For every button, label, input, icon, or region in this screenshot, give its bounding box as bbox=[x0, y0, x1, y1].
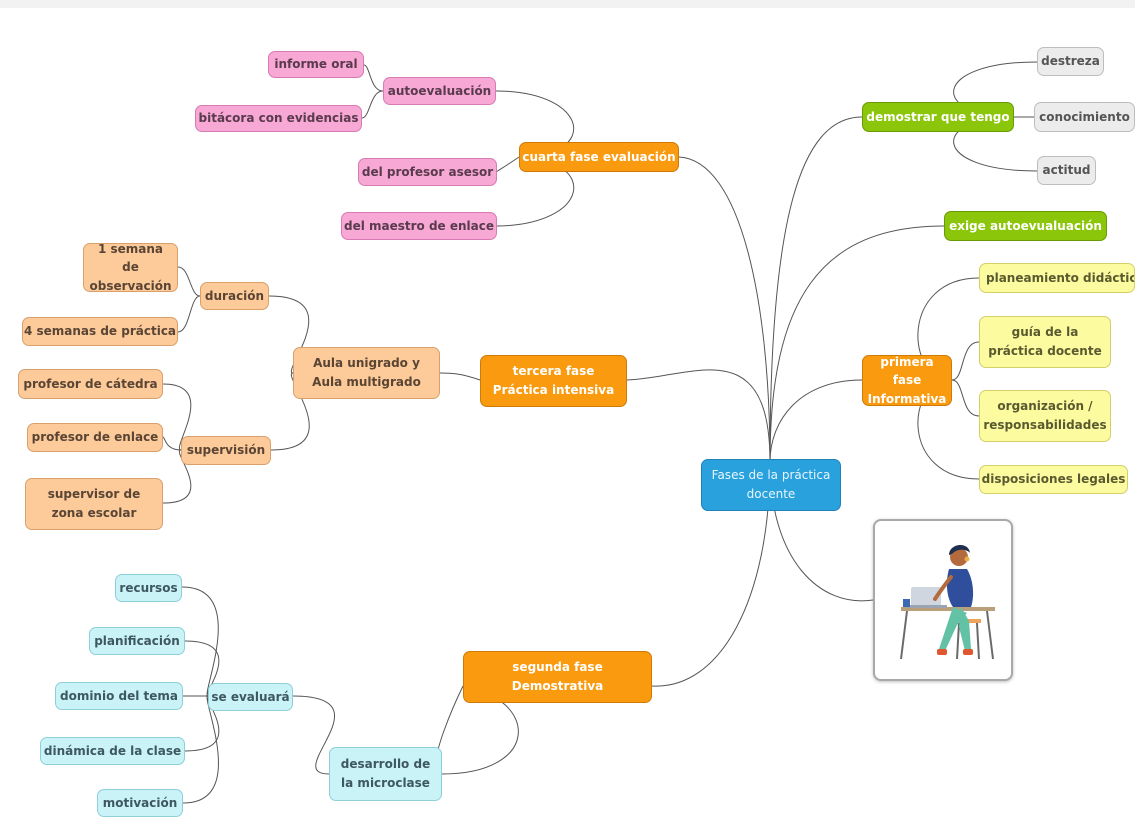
node-informe-oral[interactable]: informe oral bbox=[268, 51, 364, 78]
node-profesor-catedra[interactable]: profesor de cátedra bbox=[18, 369, 163, 399]
node-disposiciones-legales[interactable]: disposiciones legales bbox=[979, 465, 1128, 494]
node-planeamiento[interactable]: planeamiento didáctico bbox=[979, 263, 1135, 293]
illustration-frame[interactable] bbox=[873, 519, 1013, 681]
node-profesor-enlace[interactable]: profesor de enlace bbox=[27, 423, 163, 452]
node-semanas-practica[interactable]: 4 semanas de práctica bbox=[22, 317, 178, 346]
node-motivacion[interactable]: motivación bbox=[97, 789, 183, 817]
person-at-laptop-icon bbox=[900, 544, 995, 660]
node-aula[interactable]: Aula unigrado y Aula multigrado bbox=[293, 347, 440, 399]
node-desarrollo-microclase[interactable]: desarrollo de la microclase bbox=[329, 747, 442, 801]
node-exige-autoevaluacion[interactable]: exige autoevualuación bbox=[944, 211, 1107, 241]
node-autoevaluacion[interactable]: autoevaluación bbox=[383, 77, 496, 105]
node-dominio-tema[interactable]: dominio del tema bbox=[55, 682, 183, 710]
phase-node-tercera[interactable]: tercera fase Práctica intensiva bbox=[480, 355, 627, 407]
node-duracion[interactable]: duración bbox=[200, 282, 269, 310]
phase-node-primera[interactable]: primera fase Informativa bbox=[862, 355, 952, 406]
node-planificacion[interactable]: planificación bbox=[89, 627, 185, 655]
node-supervision[interactable]: supervisión bbox=[181, 436, 271, 465]
node-demostrar[interactable]: demostrar que tengo bbox=[862, 102, 1014, 132]
phase-node-cuarta[interactable]: cuarta fase evaluación bbox=[519, 142, 679, 172]
node-organizacion[interactable]: organización / responsabilidades bbox=[979, 390, 1111, 442]
node-profesor-asesor[interactable]: del profesor asesor bbox=[358, 158, 497, 186]
node-conocimiento[interactable]: conocimiento bbox=[1034, 102, 1135, 132]
node-recursos[interactable]: recursos bbox=[115, 574, 182, 602]
node-bitacora[interactable]: bitácora con evidencias bbox=[195, 105, 362, 132]
phase-node-segunda[interactable]: segunda fase Demostrativa bbox=[463, 651, 652, 703]
node-destreza[interactable]: destreza bbox=[1037, 47, 1104, 76]
node-supervisor-zona[interactable]: supervisor de zona escolar bbox=[25, 478, 163, 530]
top-strip bbox=[0, 0, 1135, 8]
node-dinamica-clase[interactable]: dinámica de la clase bbox=[40, 737, 185, 765]
node-actitud[interactable]: actitud bbox=[1037, 156, 1096, 185]
node-maestro-enlace[interactable]: del maestro de enlace bbox=[341, 212, 497, 240]
node-guia-practica[interactable]: guía de la práctica docente bbox=[979, 316, 1111, 368]
node-se-evaluara[interactable]: se evaluará bbox=[208, 683, 293, 711]
node-semana-observacion[interactable]: 1 semana de observación bbox=[83, 242, 178, 293]
root-node[interactable]: Fases de la práctica docente bbox=[701, 459, 841, 511]
